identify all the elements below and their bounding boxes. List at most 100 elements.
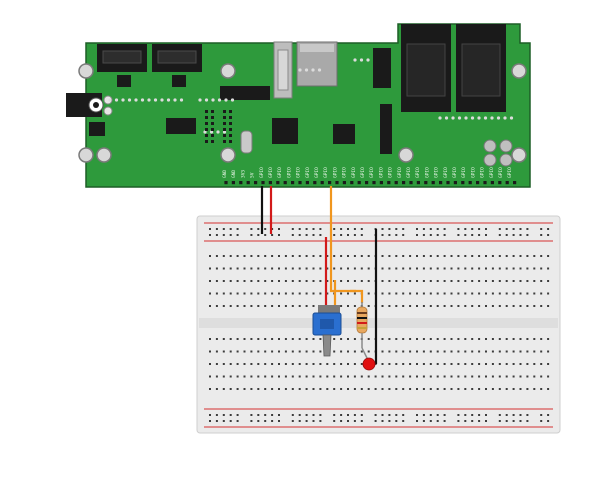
- terminal-hole: [464, 388, 467, 390]
- terminal-hole: [409, 280, 412, 282]
- terminal-hole: [450, 388, 453, 390]
- terminal-hole: [512, 350, 515, 353]
- terminal-hole: [229, 338, 232, 340]
- header-pin: [335, 181, 339, 185]
- header-pin: [372, 181, 376, 185]
- terminal-hole: [409, 267, 412, 270]
- secondary-chip: [333, 124, 355, 144]
- rail-hole: [222, 234, 225, 236]
- rail-hole: [340, 228, 343, 230]
- terminal-hole: [436, 280, 439, 282]
- terminal-hole: [312, 292, 315, 295]
- rail-hole: [360, 420, 363, 422]
- terminal-hole: [388, 363, 391, 365]
- terminal-hole: [305, 375, 308, 378]
- terminal-hole: [209, 375, 211, 378]
- rail-hole: [236, 420, 239, 422]
- terminal-hole: [422, 338, 425, 340]
- rail-hole: [353, 414, 356, 416]
- rail-hole: [229, 414, 232, 416]
- terminal-hole: [402, 338, 405, 340]
- terminal-hole: [271, 363, 274, 365]
- terminal-hole: [498, 338, 501, 340]
- terminal-hole: [388, 305, 391, 307]
- terminal-hole: [402, 388, 405, 390]
- terminal-hole: [464, 267, 467, 270]
- terminal-hole: [381, 338, 384, 340]
- button-a: [483, 139, 497, 153]
- header-pin: [231, 181, 235, 185]
- terminal-hole: [264, 388, 267, 390]
- pin-label: GPIO: [415, 167, 421, 178]
- header-pin: [261, 181, 265, 185]
- board-pad: [140, 98, 145, 102]
- terminal-hole: [429, 267, 432, 270]
- terminal-hole: [416, 305, 418, 307]
- terminal-hole: [326, 255, 329, 257]
- terminal-hole: [436, 305, 439, 307]
- usb-port-inner: [277, 49, 289, 91]
- header-pin: [476, 181, 480, 185]
- rail-hole: [422, 234, 425, 236]
- pin-label: GPIO: [406, 167, 412, 178]
- terminal-hole: [450, 255, 453, 257]
- terminal-hole: [326, 363, 329, 365]
- terminal-hole: [471, 350, 474, 353]
- terminal-hole: [284, 388, 287, 390]
- terminal-hole: [450, 305, 453, 307]
- terminal-hole: [264, 292, 267, 295]
- terminal-hole: [505, 338, 508, 340]
- rail-hole: [498, 414, 501, 416]
- terminal-hole: [229, 375, 232, 378]
- terminal-hole: [422, 350, 425, 353]
- terminal-hole: [381, 267, 384, 270]
- rail-hole: [278, 414, 280, 416]
- terminal-hole: [540, 280, 543, 282]
- terminal-hole: [367, 280, 370, 282]
- header-pin: [229, 110, 232, 113]
- header-pin: [453, 181, 457, 185]
- terminal-hole: [436, 267, 439, 270]
- board-pad: [503, 116, 507, 120]
- rail-hole: [305, 414, 308, 416]
- rail-hole: [498, 420, 501, 422]
- rail-hole: [215, 414, 218, 416]
- jack-pad-a: [103, 95, 113, 105]
- terminal-hole: [243, 255, 246, 257]
- terminal-hole: [215, 363, 218, 365]
- rail-hole: [526, 234, 529, 236]
- rail-hole: [222, 420, 225, 422]
- rail-hole: [333, 234, 336, 236]
- terminal-hole: [547, 388, 550, 390]
- rail-hole: [540, 414, 543, 416]
- pin-label: GPIO: [286, 167, 292, 178]
- rail-hole: [333, 420, 336, 422]
- pin-label: GPIO: [268, 167, 274, 178]
- terminal-hole: [326, 280, 329, 282]
- rail-hole: [547, 228, 550, 230]
- terminal-hole: [222, 363, 225, 365]
- terminal-hole: [271, 338, 274, 340]
- switch-lever: [322, 334, 332, 357]
- terminal-hole: [215, 255, 218, 257]
- terminal-hole: [353, 305, 356, 307]
- terminal-hole: [416, 267, 418, 270]
- terminal-hole: [498, 363, 501, 365]
- terminal-hole: [491, 305, 494, 307]
- rail-hole: [388, 234, 391, 236]
- terminal-hole: [547, 375, 550, 378]
- terminal-hole: [491, 388, 494, 390]
- rail-hole: [464, 234, 467, 236]
- terminal-hole: [360, 267, 363, 270]
- terminal-hole: [512, 267, 515, 270]
- rail-hole: [540, 420, 543, 422]
- terminal-hole: [243, 338, 246, 340]
- terminal-hole: [395, 388, 398, 390]
- terminal-hole: [374, 375, 377, 378]
- rail-hole: [526, 420, 529, 422]
- terminal-hole: [491, 338, 494, 340]
- terminal-hole: [209, 280, 211, 282]
- terminal-hole: [326, 375, 329, 378]
- terminal-hole: [319, 280, 322, 282]
- terminal-hole: [340, 350, 343, 353]
